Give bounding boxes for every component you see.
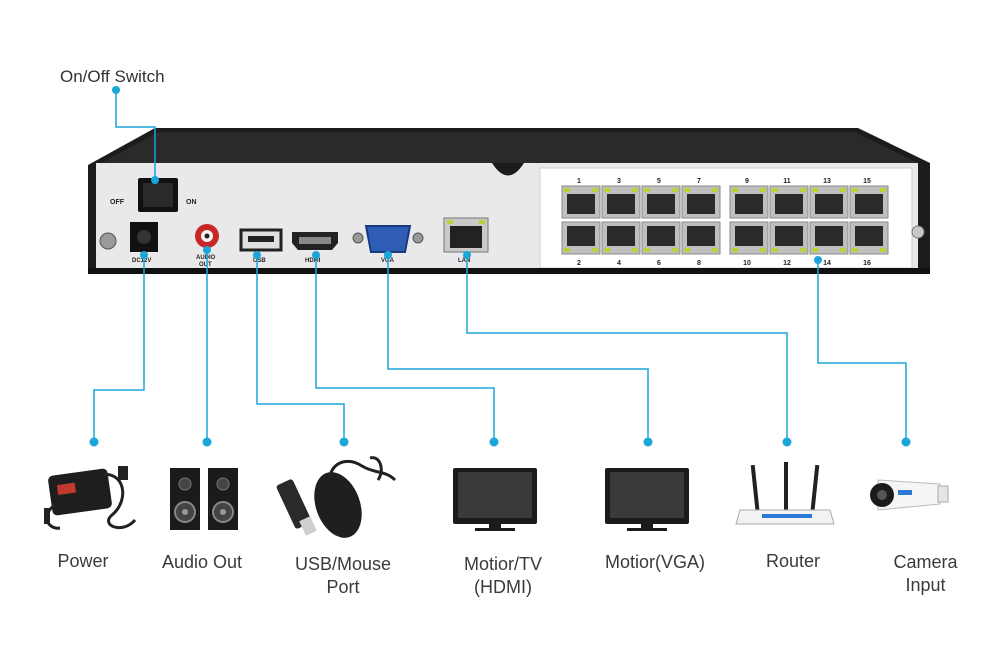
poe-port bbox=[769, 185, 809, 219]
monitor-hdmi-icon bbox=[453, 468, 537, 531]
poe-port-number: 10 bbox=[743, 260, 751, 267]
poe-port-number: 6 bbox=[657, 260, 661, 267]
switch-on-text: ON bbox=[186, 199, 197, 206]
poe-port bbox=[561, 185, 601, 219]
device-label-line: Motior/TV bbox=[463, 554, 542, 574]
device-label-monitor-hdmi: Motior/TV (HDMI) bbox=[443, 553, 563, 599]
connector-lines bbox=[93, 90, 907, 442]
poe-port bbox=[809, 221, 849, 255]
device-label-line: Input bbox=[905, 575, 946, 595]
camera-icon bbox=[870, 479, 949, 511]
poe-port bbox=[641, 185, 681, 219]
device-label-line: USB/Mouse bbox=[294, 554, 392, 574]
device-label-router: Router bbox=[743, 550, 843, 573]
line-hdmi bbox=[315, 255, 495, 442]
switch-off-text: OFF bbox=[110, 199, 125, 206]
device-label-monitor-vga: Motior(VGA) bbox=[595, 551, 715, 574]
device-label-line: Router bbox=[765, 551, 821, 571]
lan-text: LAN bbox=[458, 258, 470, 264]
device-label-usb-mouse: USB/Mouse Port bbox=[283, 553, 403, 599]
poe-port-number: 3 bbox=[617, 178, 621, 185]
poe-port bbox=[849, 221, 889, 255]
poe-port-number: 11 bbox=[783, 178, 791, 185]
poe-port bbox=[601, 185, 641, 219]
poe-port-number: 13 bbox=[823, 178, 831, 185]
poe-port-number: 15 bbox=[863, 178, 871, 185]
poe-port-number: 2 bbox=[577, 260, 581, 267]
dc-text: DC12V bbox=[132, 258, 151, 264]
poe-port-number: 14 bbox=[823, 260, 831, 267]
device-label-line: Audio Out bbox=[161, 552, 243, 572]
poe-port bbox=[561, 221, 601, 255]
monitor-vga-icon bbox=[605, 468, 689, 531]
poe-port bbox=[681, 221, 721, 255]
device-label-line: Motior(VGA) bbox=[604, 552, 705, 572]
poe-port-number: 16 bbox=[863, 260, 871, 267]
device-label-line: Camera bbox=[893, 552, 958, 572]
poe-port bbox=[769, 221, 809, 255]
hdmi-text: HDMI bbox=[305, 258, 321, 264]
speakers-icon bbox=[170, 468, 238, 530]
device-label-line: Port bbox=[326, 577, 360, 597]
poe-port bbox=[681, 185, 721, 219]
on-off-switch-label: On/Off Switch bbox=[60, 67, 165, 86]
line-vga bbox=[387, 255, 649, 442]
device-label-audio-out: Audio Out bbox=[152, 551, 252, 574]
poe-port-number: 4 bbox=[617, 260, 621, 267]
audio-text-1: AUDIO bbox=[196, 255, 216, 261]
poe-port bbox=[809, 185, 849, 219]
audio-text-2: OUT bbox=[199, 262, 212, 268]
poe-port bbox=[729, 185, 769, 219]
router-icon bbox=[735, 462, 835, 525]
poe-port-number: 9 bbox=[745, 178, 749, 185]
usb-mouse-icon bbox=[276, 456, 397, 538]
poe-port bbox=[641, 221, 681, 255]
line-lan bbox=[466, 255, 788, 442]
device-label-line: (HDMI) bbox=[474, 577, 532, 597]
poe-port bbox=[849, 185, 889, 219]
power-adapter-icon bbox=[44, 466, 137, 530]
device-label-line: Power bbox=[57, 551, 109, 571]
poe-port bbox=[601, 221, 641, 255]
device-label-camera: Camera Input bbox=[873, 551, 978, 597]
poe-port-number: 5 bbox=[657, 178, 661, 185]
connector-dots bbox=[89, 86, 911, 447]
device-label-power: Power bbox=[43, 550, 123, 573]
vga-port bbox=[364, 225, 412, 253]
poe-port bbox=[729, 221, 769, 255]
poe-port-number: 8 bbox=[697, 260, 701, 267]
line-on-off bbox=[115, 90, 156, 180]
line-power bbox=[93, 252, 145, 442]
line-usb bbox=[256, 255, 345, 442]
poe-port-number: 1 bbox=[577, 178, 581, 185]
usb-text: USB bbox=[253, 258, 266, 264]
poe-port-number: 12 bbox=[783, 260, 791, 267]
line-poe bbox=[817, 258, 907, 442]
poe-port-number: 7 bbox=[697, 178, 701, 185]
